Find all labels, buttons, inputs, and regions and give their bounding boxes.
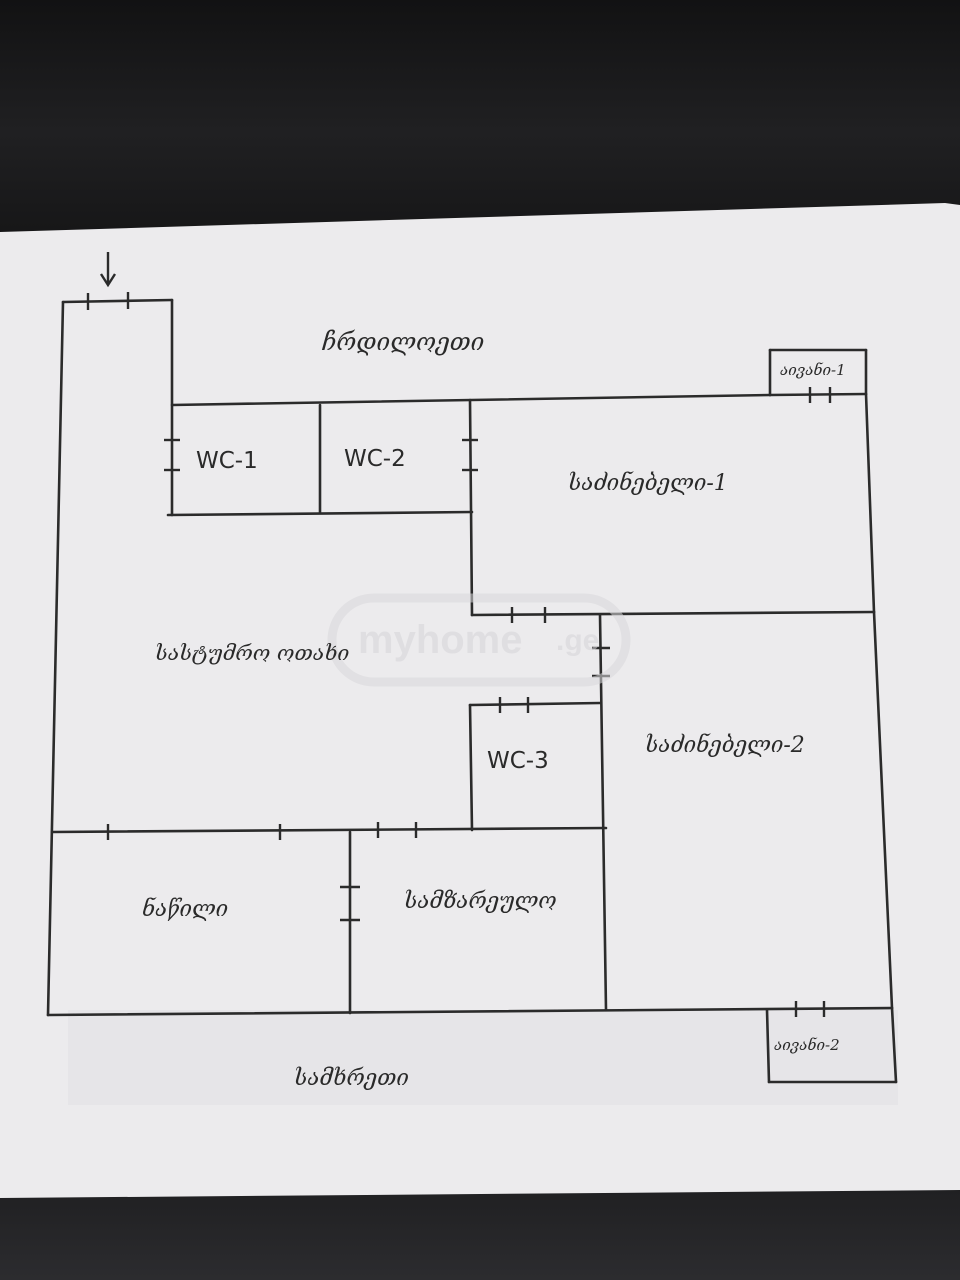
background-top (0, 0, 960, 240)
watermark-brand: myhome (358, 618, 523, 662)
background-bottom (0, 1190, 960, 1280)
label-wc-2: WC-2 (344, 446, 406, 472)
label-bedroom-1: საძინებელი-1 (568, 470, 728, 496)
label-corridor: ჩრდილოეთი (321, 328, 484, 356)
label-south: სამხრეთი (294, 1066, 409, 1091)
label-wc-3: WC-3 (487, 748, 549, 774)
watermark: myhome .ge (327, 593, 631, 687)
door-marks (86, 292, 832, 1017)
label-balcony-1: აივანი-1 (780, 361, 846, 379)
label-kitchen: სამზარეულო (404, 889, 557, 914)
label-hall: ნაწილი (142, 896, 228, 922)
label-bedroom-2: საძინებელი-2 (645, 732, 805, 758)
paper-inner-sheet (68, 1010, 898, 1105)
watermark-tld: .ge (556, 624, 599, 657)
label-living-room: სასტუმრო ოთახი (155, 641, 349, 665)
entrance-arrow-icon (99, 252, 117, 288)
label-wc-1: WC-1 (196, 448, 258, 474)
label-balcony-2: აივანი-2 (774, 1036, 840, 1054)
walls (46, 298, 898, 1084)
paper-sheet (0, 203, 960, 1198)
